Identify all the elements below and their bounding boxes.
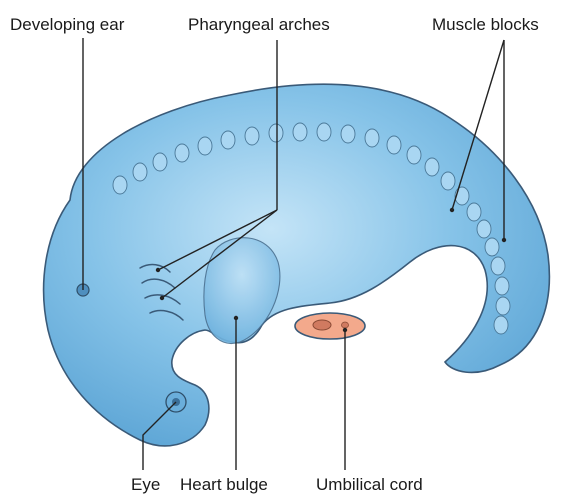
label-heart-bulge: Heart bulge <box>180 475 268 494</box>
somite-23 <box>496 297 510 315</box>
somite-8 <box>269 124 283 142</box>
somite-22 <box>495 277 509 295</box>
somite-3 <box>153 153 167 171</box>
somite-1 <box>113 176 127 194</box>
somite-5 <box>198 137 212 155</box>
label-pharyngeal-arches: Pharyngeal arches <box>188 15 330 34</box>
somite-12 <box>365 129 379 147</box>
umbilical-cord-stump <box>295 313 365 339</box>
somite-14 <box>407 146 421 164</box>
somite-10 <box>317 123 331 141</box>
somite-11 <box>341 125 355 143</box>
heart-bulge-shape <box>204 238 280 344</box>
somite-21 <box>491 257 505 275</box>
somite-13 <box>387 136 401 154</box>
somite-24 <box>494 316 508 334</box>
somite-17 <box>455 187 469 205</box>
somite-2 <box>133 163 147 181</box>
somite-6 <box>221 131 235 149</box>
somite-18 <box>467 203 481 221</box>
somite-9 <box>293 123 307 141</box>
somite-7 <box>245 127 259 145</box>
somite-20 <box>485 238 499 256</box>
somite-15 <box>425 158 439 176</box>
somite-16 <box>441 172 455 190</box>
label-developing-ear: Developing ear <box>10 15 125 34</box>
label-muscle-blocks: Muscle blocks <box>432 15 539 34</box>
label-umbilical-cord: Umbilical cord <box>316 475 423 494</box>
somite-4 <box>175 144 189 162</box>
somite-19 <box>477 220 491 238</box>
label-eye: Eye <box>131 475 160 494</box>
